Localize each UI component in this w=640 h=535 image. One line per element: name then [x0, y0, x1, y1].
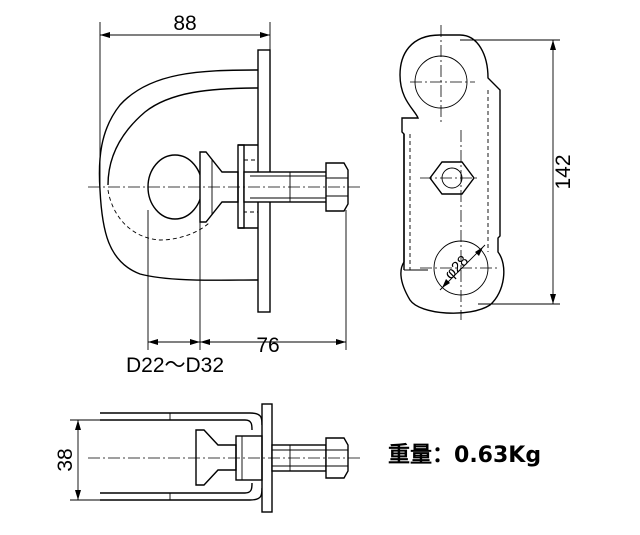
dimension-bottom-front: 76 D22～D32 — [126, 210, 347, 377]
side-body-outline — [399, 34, 505, 314]
span-76-label: 76 — [256, 334, 279, 357]
hole-diameter-label: φ28 — [441, 252, 472, 283]
weight-annotation: 重量：0.63Kg — [388, 443, 541, 468]
hook-inner-top — [107, 87, 259, 186]
hook-inner-hidden — [107, 189, 211, 241]
weight-prefix: 重量： — [388, 443, 454, 468]
top-view-clamp-pad — [195, 429, 237, 486]
thickness-38-label: 38 — [54, 448, 77, 471]
weight-value: 0.63Kg — [454, 443, 541, 468]
clamp-range-label: D22～D32 — [126, 354, 224, 377]
side-view: φ28 — [399, 25, 505, 320]
width-88-label: 88 — [173, 12, 196, 35]
dimension-width-88: 88 — [99, 12, 271, 190]
height-142-label: 142 — [552, 154, 575, 189]
dimension-height-142: 142 — [460, 39, 575, 305]
top-view — [88, 403, 360, 513]
weight-label: 重量：0.63Kg — [388, 443, 541, 468]
dimension-thickness-38: 38 — [54, 419, 100, 501]
front-view — [88, 49, 360, 313]
